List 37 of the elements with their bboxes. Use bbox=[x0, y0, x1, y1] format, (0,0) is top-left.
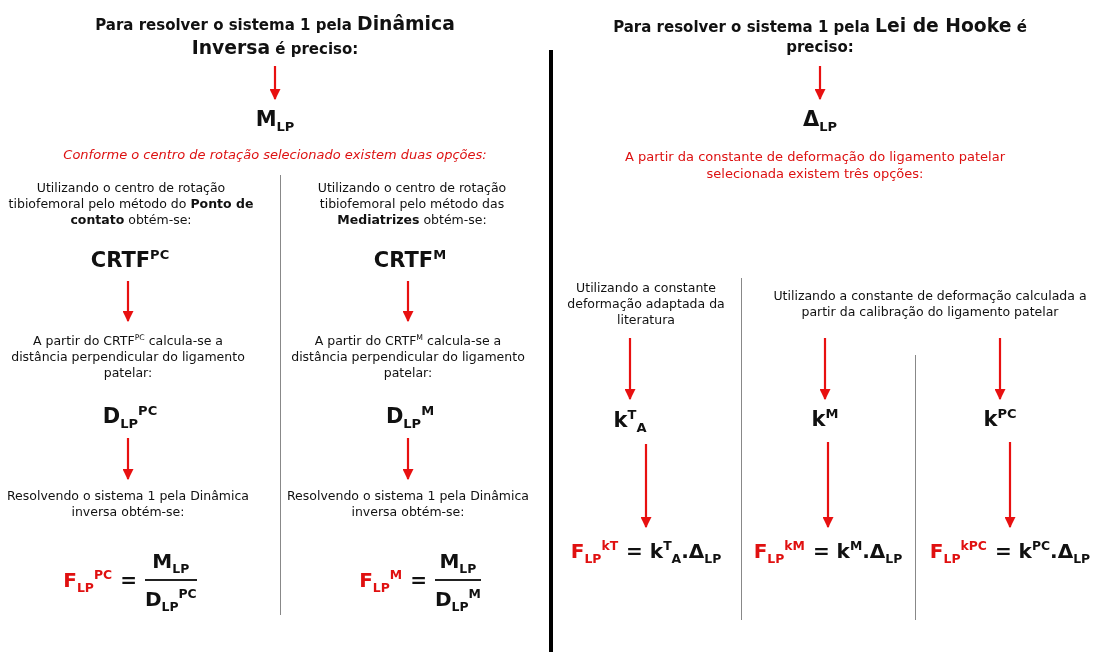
numerator: M$_{LP}$ bbox=[439, 549, 477, 573]
equals-sign: = bbox=[120, 568, 137, 592]
arrow bbox=[269, 66, 281, 101]
arrow bbox=[819, 338, 831, 401]
step-text: A partir do CRTF$^{M}$ calcula-se a distância perpendicular do ligamento patelar: bbox=[290, 332, 526, 382]
step-text: Resolvendo o sistema 1 pela Dinâmica inversa obtém-se: bbox=[285, 487, 531, 521]
arrow bbox=[1004, 442, 1016, 529]
symbol-text: k$^{PC}$ bbox=[983, 406, 1017, 434]
step-text: Utilizando a constante de deformação calculada a partir da calibração do ligamento patelar bbox=[772, 287, 1088, 321]
arrow bbox=[402, 438, 414, 481]
step-text: Utilizando o centro de rotação tibiofemoral pelo método das Mediatrizes obtém-se: bbox=[316, 179, 508, 229]
step-text: Resolvendo o sistema 1 pela Dinâmica inversa obtém-se: bbox=[5, 487, 251, 521]
note-text: A partir da constante de deformação do ligamento patelar selecionada existem três opções: bbox=[624, 149, 1006, 183]
arrow bbox=[402, 281, 414, 323]
symbol-text: CRTF$^{PC}$ bbox=[90, 247, 170, 275]
arrow bbox=[624, 338, 636, 401]
symbol-text: M$_{LP}$ bbox=[255, 106, 295, 134]
arrow bbox=[822, 442, 834, 529]
heading-text: Para resolver o sistema 1 pela Lei de Hooke é preciso: bbox=[612, 14, 1028, 58]
formula-term: = k$^{M}$.Δ$_{LP}$ bbox=[812, 539, 903, 563]
arrow bbox=[640, 444, 652, 529]
step-text: Utilizando o centro de rotação tibiofemoral pelo método do Ponto de contato obtém-se: bbox=[7, 179, 255, 229]
equals-sign: = bbox=[410, 568, 427, 592]
arrow bbox=[122, 281, 134, 323]
note-text: Conforme o centro de rotação selecionado existem duas opções: bbox=[63, 146, 487, 164]
formula-term: = k$^{PC}$.Δ$_{LP}$ bbox=[994, 539, 1091, 563]
arrow bbox=[814, 66, 826, 101]
symbol-text: k$^{M}$ bbox=[811, 406, 839, 434]
symbol-text: CRTF$^{M}$ bbox=[373, 247, 447, 275]
step-text: Utilizando a constante deformação adaptada da literatura bbox=[566, 279, 726, 329]
symbol-text: Δ$_{LP}$ bbox=[802, 106, 838, 134]
numerator: M$_{LP}$ bbox=[152, 549, 190, 573]
heading-text: Para resolver o sistema 1 pela Dinâmica Inversa é preciso: bbox=[94, 11, 456, 60]
formula-term: = k$^{T}$$_{A}$.Δ$_{LP}$ bbox=[626, 539, 722, 563]
arrow bbox=[122, 438, 134, 481]
step-text: A partir do CRTF$^{PC}$ calcula-se a distância perpendicular do ligamento patelar: bbox=[10, 332, 246, 382]
arrow bbox=[994, 338, 1006, 401]
